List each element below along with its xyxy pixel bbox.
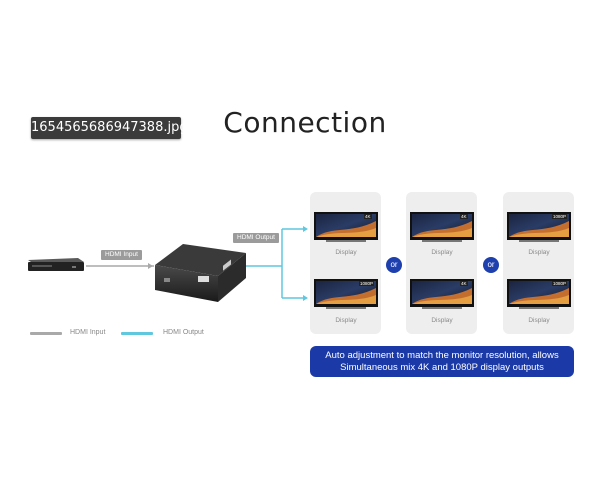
or-badge: or [386,257,402,273]
page-title: Connection [223,106,387,139]
legend-input-label: HDMI Input [70,329,106,336]
source-player-icon [28,258,84,271]
monitor-2: 1080P [312,279,380,316]
display-label: Display [335,317,357,324]
monitor-5: 1080P [505,212,573,249]
info-line-1: Auto adjustment to match the monitor res… [325,350,559,361]
info-line-2: Simultaneous mix 4K and 1080P display ou… [340,362,544,373]
monitor-icon [410,279,474,309]
resolution-badge: 1080P [552,281,568,286]
resolution-badge: 1080P [552,214,568,219]
monitor-icon [507,279,571,309]
hdmi-splitter-icon [155,244,246,302]
monitor-3: 4K [408,212,476,249]
display-label: Display [335,249,357,256]
monitor-icon [314,212,378,242]
display-label: Display [431,249,453,256]
resolution-badge: 4K [460,214,468,219]
resolution-badge: 4K [460,281,468,286]
resolution-badge: 4K [364,214,372,219]
monitor-icon [314,279,378,309]
monitor-icon [507,212,571,242]
or-badge: or [483,257,499,273]
monitor-6: 1080P [505,279,573,316]
monitor-4: 4K [408,279,476,316]
resolution-badge: 1080P [359,281,375,286]
hdmi-output-tag: HDMI Output [233,233,279,243]
legend-output-line [121,332,153,335]
info-banner: Auto adjustment to match the monitor res… [310,346,574,377]
display-label: Display [431,317,453,324]
hdmi-input-tag: HDMI Input [101,250,142,260]
monitor-1: 4K [312,212,380,249]
filename-label: 1654565686947388.jpg [31,117,188,139]
legend-input-line [30,332,62,335]
display-label: Display [528,317,550,324]
legend-output-label: HDMI Output [163,329,204,336]
display-label: Display [528,249,550,256]
